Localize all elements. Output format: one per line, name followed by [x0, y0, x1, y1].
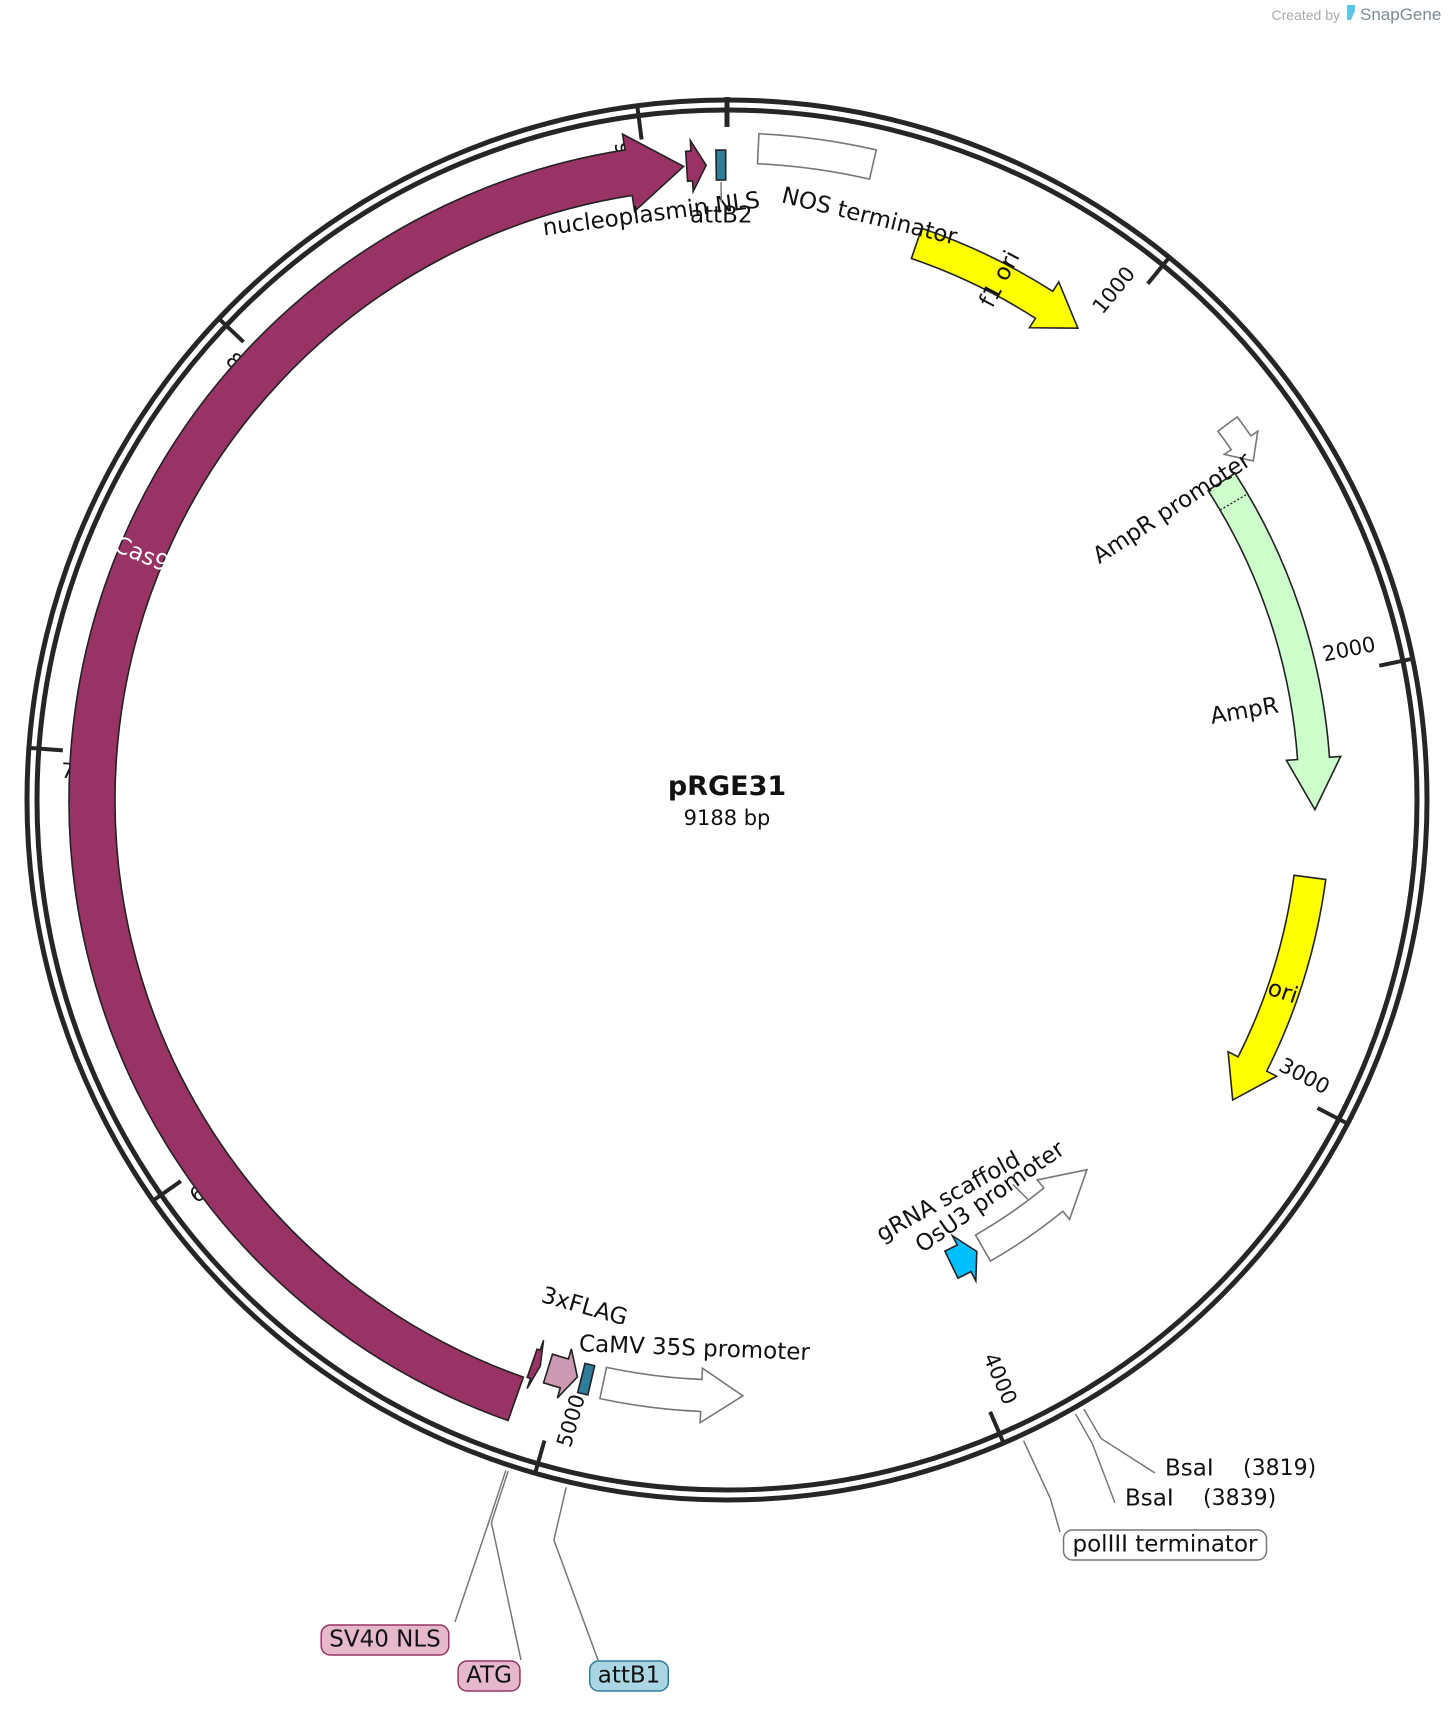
label-leader-line	[454, 1470, 507, 1623]
attb1-label-box	[588, 1660, 670, 1692]
label-leader-line	[1083, 1408, 1156, 1474]
snapgene-logo-icon	[1347, 5, 1355, 20]
camv-35s-promoter-label: CaMV 35S promoter	[579, 1331, 811, 1366]
bsai-site-position: (3819)	[1243, 1456, 1316, 1481]
sv40-nls-arrow	[526, 1339, 545, 1389]
tick-mark	[30, 746, 63, 753]
credit-text: Created by	[1272, 7, 1340, 23]
nos-terminator-arrow	[756, 132, 878, 181]
tick-label: 4000	[979, 1350, 1022, 1409]
sv40-nls-label: SV40 NLS	[329, 1627, 441, 1653]
f1-ori-arrow	[910, 227, 1080, 329]
snapgene-credit: Created by SnapGene	[1272, 5, 1441, 24]
tick-mark	[1146, 257, 1170, 286]
label-leader-line	[490, 1470, 522, 1661]
tick-mark	[533, 1439, 547, 1472]
poliii-terminator-label-box	[1062, 1529, 1268, 1561]
tick-mark	[1378, 657, 1412, 668]
grna-scaffold-arrow	[943, 1233, 978, 1285]
label-leader-line	[1074, 1413, 1116, 1504]
osu3-promoter-arrow	[974, 1168, 1089, 1263]
tick-mark	[988, 1411, 1005, 1442]
camv-35s-promoter-arrow	[598, 1366, 745, 1425]
cas9-arrow	[68, 132, 685, 1422]
label-leader-line	[553, 1487, 599, 1661]
label-leader-line	[1022, 1440, 1061, 1533]
tick-label: 2000	[1320, 632, 1377, 666]
tick-label: 3000	[1275, 1053, 1333, 1099]
3xflag-arrow	[542, 1348, 579, 1399]
plasmid-name: pRGE31	[668, 771, 786, 802]
3xflag-label: 3xFLAG	[539, 1282, 631, 1331]
ori-arrow	[1227, 874, 1327, 1102]
attb2-arrow	[715, 149, 727, 181]
tick-mark	[1316, 1106, 1347, 1125]
ampr-promoter-overlap-mark	[1219, 493, 1249, 511]
tick-mark	[635, 107, 644, 140]
tick-mark	[218, 318, 245, 344]
bsai-site-position: (3839)	[1203, 1486, 1276, 1511]
ampr-label: AmpR	[1208, 693, 1280, 730]
atg-label-box	[457, 1660, 521, 1692]
nos-terminator-label: NOS terminator	[779, 183, 960, 251]
nucleoplasmin-nls-arrow	[684, 137, 708, 195]
label-leader-line	[1012, 1183, 1029, 1200]
bsai-site-label: BsaI	[1125, 1486, 1174, 1512]
ampr-promoter-arrow	[1216, 415, 1259, 462]
bsai-site-label: BsaI	[1165, 1456, 1214, 1482]
attb1-arrow	[576, 1362, 596, 1396]
attb1-label: attB1	[598, 1663, 661, 1689]
atg-label: ATG	[466, 1663, 512, 1689]
plasmid-size: 9188 bp	[684, 806, 771, 830]
tick-label: 1000	[1088, 262, 1140, 319]
tick-label: 5000	[552, 1392, 590, 1450]
credit-brand: SnapGene	[1360, 5, 1441, 24]
features	[68, 132, 1342, 1425]
ampr-arrow	[1206, 472, 1342, 812]
attb2-label: attB2	[690, 203, 753, 229]
poliii-terminator-label: polIII terminator	[1073, 1532, 1258, 1558]
tick-mark	[153, 1179, 182, 1202]
sv40-nls-label-box	[320, 1624, 450, 1656]
